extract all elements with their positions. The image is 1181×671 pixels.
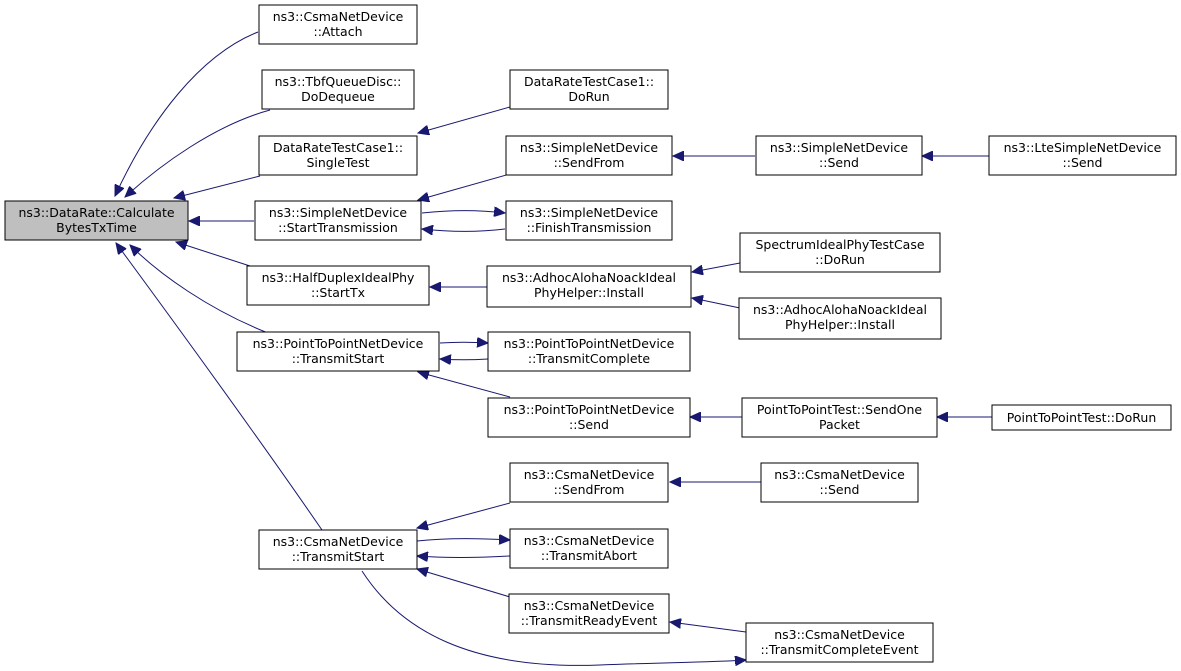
node-adhoc-install-1[interactable]: ns3::AdhocAlohaNoackIdeal PhyHelper::Ins…: [486, 265, 692, 308]
node-csmatxabort-line2: ::TransmitAbort: [541, 548, 637, 563]
node-spectrum-doRun[interactable]: SpectrumIdealPhyTestCase ::DoRun: [739, 232, 941, 273]
edge-csmatxready-csmatxstart: [417, 569, 511, 598]
node-p2ptxstart-line2: ::TransmitStart: [292, 351, 385, 366]
node-csma-send[interactable]: ns3::CsmaNetDevice ::Send: [760, 462, 919, 503]
node-datarate-dorun[interactable]: DataRateTestCase1:: DoRun: [509, 69, 669, 110]
node-p2ptest-sendonepacket[interactable]: PointToPointTest::SendOne Packet: [741, 397, 938, 438]
edge-p2ptxstart-root: [130, 245, 269, 334]
edge-csmatxabort-csmatxstart: [417, 556, 511, 558]
node-csmatxready-line1: ns3::CsmaNetDevice: [524, 598, 655, 613]
node-simple-sendfrom[interactable]: ns3::SimpleNetDevice ::SendFrom: [505, 135, 673, 176]
node-p2ptxcomplete-line2: ::TransmitComplete: [528, 351, 651, 366]
node-adhoc-install-2[interactable]: ns3::AdhocAlohaNoackIdeal PhyHelper::Ins…: [738, 297, 942, 340]
node-tbf-line2: DoDequeue: [301, 89, 375, 104]
node-csmasend-line2: ::Send: [820, 482, 860, 497]
node-tbf-line1: ns3::TbfQueueDisc::: [275, 74, 402, 89]
node-drdorun-line2: DoRun: [568, 89, 609, 104]
node-p2ptest-dorun[interactable]: PointToPointTest::DoRun: [991, 404, 1172, 431]
node-csmatxcompleteev-line2: ::TransmitCompleteEvent: [760, 642, 918, 657]
node-simple-starttransmission[interactable]: ns3::SimpleNetDevice ::StartTransmission: [254, 200, 422, 241]
node-csmatxready-line2: ::TransmitReadyEvent: [521, 613, 658, 628]
node-root-calculate-bytes-tx-time[interactable]: ns3::DataRate::Calculate BytesTxTime: [4, 200, 189, 241]
node-p2psend-line2: ::Send: [569, 417, 609, 432]
node-datarate-singletest[interactable]: DataRateTestCase1:: SingleTest: [258, 135, 418, 176]
node-simplesend-line2: ::Send: [819, 155, 859, 170]
edge-csmatxcompleteev-csmatxready: [670, 622, 747, 633]
node-p2ptxcomplete-line1: ns3::PointToPointNetDevice: [504, 336, 675, 351]
node-csmatxstart-line1: ns3::CsmaNetDevice: [273, 534, 404, 549]
node-csma-transmitreadyevent[interactable]: ns3::CsmaNetDevice ::TransmitReadyEvent: [508, 593, 670, 634]
node-csmatxcompleteev-line1: ns3::CsmaNetDevice: [774, 627, 905, 642]
node-ltesend-line2: ::Send: [1063, 155, 1103, 170]
edge-tbf-root: [125, 109, 271, 197]
node-adhoc1-line1: ns3::AdhocAlohaNoackIdeal: [502, 270, 676, 285]
node-tbf-dodequeue[interactable]: ns3::TbfQueueDisc:: DoDequeue: [261, 69, 415, 110]
node-spectrum-line2: ::DoRun: [815, 252, 865, 267]
edge-csmatxstart-root: [116, 243, 323, 531]
node-simplesendfrom-line1: ns3::SimpleNetDevice: [520, 140, 658, 155]
node-csma-transmitstart[interactable]: ns3::CsmaNetDevice ::TransmitStart: [258, 529, 418, 570]
node-csmatxstart-line2: ::TransmitStart: [292, 549, 385, 564]
node-csma-sendfrom[interactable]: ns3::CsmaNetDevice ::SendFrom: [509, 462, 669, 503]
node-csmasend-line1: ns3::CsmaNetDevice: [774, 467, 905, 482]
node-drsingle-line1: DataRateTestCase1::: [273, 140, 403, 155]
edge-csmasendfrom-csmatxstart: [417, 502, 511, 528]
edge-p2ptxcomplete-p2ptxstart: [440, 359, 489, 360]
node-p2p-transmitstart[interactable]: ns3::PointToPointNetDevice ::TransmitSta…: [236, 331, 440, 372]
node-simplestart-line1: ns3::SimpleNetDevice: [269, 205, 407, 220]
node-ltesend-line1: ns3::LteSimpleNetDevice: [1004, 140, 1162, 155]
edge-spectrum-adhoc1: [692, 262, 741, 272]
node-simplesendfrom-line2: ::SendFrom: [554, 155, 625, 170]
node-simplefinish-line1: ns3::SimpleNetDevice: [520, 205, 658, 220]
node-p2psend-line1: ns3::PointToPointNetDevice: [504, 402, 675, 417]
edge-adhoc2-adhoc1: [692, 298, 741, 309]
node-simplestart-line2: ::StartTransmission: [278, 220, 398, 235]
node-lte-send[interactable]: ns3::LteSimpleNetDevice ::Send: [988, 135, 1177, 176]
node-simple-send[interactable]: ns3::SimpleNetDevice ::Send: [755, 135, 923, 176]
node-simplesend-line1: ns3::SimpleNetDevice: [770, 140, 908, 155]
node-csma-attach[interactable]: ns3::CsmaNetDevice ::Attach: [258, 4, 418, 45]
node-drdorun-line1: DataRateTestCase1::: [524, 74, 654, 89]
edge-csmatxstart-csmatxabort: [416, 539, 510, 541]
node-p2ptestsendone-line2: Packet: [819, 417, 860, 432]
edge-csmatxstart-csmatxcompleteev: [361, 570, 746, 666]
node-p2p-transmitcomplete[interactable]: ns3::PointToPointNetDevice ::TransmitCom…: [487, 331, 691, 372]
node-csma-transmitabort[interactable]: ns3::CsmaNetDevice ::TransmitAbort: [509, 528, 669, 569]
edge-p2psend-p2ptxstart: [418, 372, 511, 398]
node-csma-attach-line1: ns3::CsmaNetDevice: [273, 9, 404, 24]
edge-drdorun-drsingle: [418, 106, 511, 133]
edge-simplesendfrom-simplestart: [418, 173, 511, 200]
node-root-line1: ns3::DataRate::Calculate: [18, 205, 174, 220]
node-simple-finishtransmission[interactable]: ns3::SimpleNetDevice ::FinishTransmissio…: [505, 200, 673, 241]
edge-simplefinish-simplestart: [422, 229, 506, 231]
node-csmasendfrom-line2: ::SendFrom: [554, 482, 625, 497]
node-p2ptestdorun-line1: PointToPointTest::DoRun: [1007, 410, 1157, 425]
node-simplefinish-line2: ::FinishTransmission: [527, 220, 652, 235]
nodes: ns3::DataRate::Calculate BytesTxTime ns3…: [4, 4, 1177, 663]
node-spectrum-line1: SpectrumIdealPhyTestCase: [755, 237, 924, 252]
node-root-line2: BytesTxTime: [56, 220, 137, 235]
edge-p2ptxstart-p2ptxcomplete: [439, 342, 488, 343]
node-csma-transmitcompleteevent[interactable]: ns3::CsmaNetDevice ::TransmitCompleteEve…: [745, 622, 934, 663]
edge-drsingle-root: [174, 175, 261, 198]
node-halfduplex-starttx[interactable]: ns3::HalfDuplexIdealPhy ::StartTx: [246, 265, 430, 306]
node-adhoc2-line2: PhyHelper::Install: [785, 317, 895, 332]
node-p2ptxstart-line1: ns3::PointToPointNetDevice: [253, 336, 424, 351]
node-adhoc1-line2: PhyHelper::Install: [534, 285, 644, 300]
node-csmatxabort-line1: ns3::CsmaNetDevice: [524, 533, 655, 548]
node-hdstarttx-line1: ns3::HalfDuplexIdealPhy: [262, 270, 415, 285]
node-adhoc2-line1: ns3::AdhocAlohaNoackIdeal: [753, 302, 927, 317]
edge-simplestart-simplefinish: [421, 211, 505, 213]
edge-hdstarttx-root: [176, 242, 251, 267]
node-p2ptestsendone-line1: PointToPointTest::SendOne: [757, 402, 923, 417]
node-hdstarttx-line2: ::StartTx: [311, 285, 365, 300]
node-csmasendfrom-line1: ns3::CsmaNetDevice: [524, 467, 655, 482]
node-p2p-send[interactable]: ns3::PointToPointNetDevice ::Send: [487, 397, 691, 438]
edges: [115, 31, 992, 666]
edge-attach-root: [115, 31, 259, 196]
node-drsingle-line2: SingleTest: [306, 155, 369, 170]
node-csma-attach-line2: ::Attach: [313, 24, 362, 39]
